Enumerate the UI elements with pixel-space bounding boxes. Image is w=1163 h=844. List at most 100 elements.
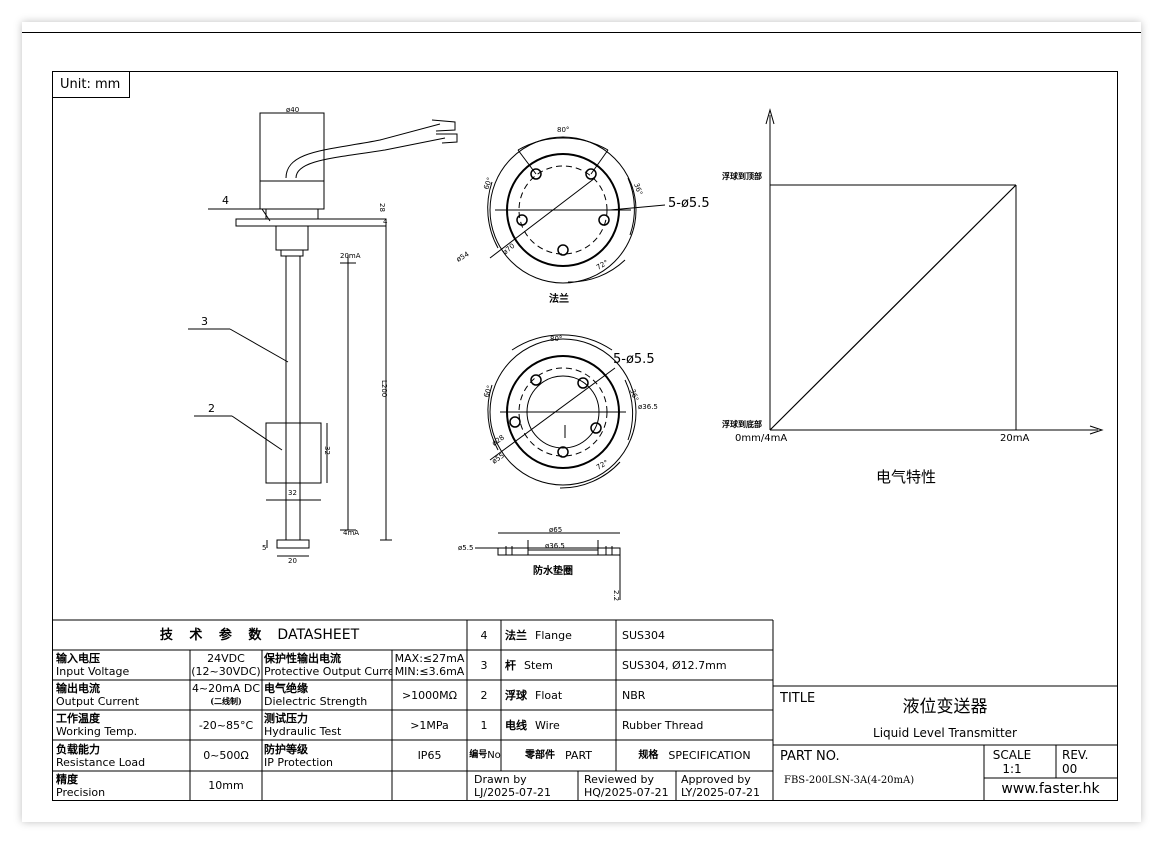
value-protective-output: MAX:≤27mA MIN:≤3.6mA bbox=[392, 650, 467, 680]
dim-32-width: 32 bbox=[288, 489, 297, 497]
part-no: 3 bbox=[480, 658, 488, 672]
label-4ma: 4mA bbox=[343, 529, 359, 537]
approved-by: Approved by LY/2025-07-21 bbox=[681, 771, 773, 800]
dim-5: 5 bbox=[262, 544, 266, 552]
param-cn: 保护性输出电流 bbox=[264, 652, 341, 665]
part-3-label: 3 bbox=[201, 315, 208, 328]
drawn-value: LJ/2025-07-21 bbox=[474, 785, 552, 799]
label-l200: L200 bbox=[380, 380, 388, 397]
param-cn: 测试压力 bbox=[264, 712, 308, 725]
header-no-cn: 编号 bbox=[469, 750, 488, 760]
value-line: MAX:≤27mA bbox=[394, 652, 465, 665]
value-line: (二线制) bbox=[210, 696, 242, 706]
header-part: 零部件 PART bbox=[501, 740, 616, 771]
datasheet-title-cn: 技 术 参 数 bbox=[159, 627, 268, 643]
flange-holes-top: 5-ø5.5 bbox=[668, 196, 710, 211]
part-name-flange: 法兰 Flange bbox=[505, 620, 616, 650]
website: www.faster.hk bbox=[1001, 781, 1100, 797]
param-dielectric: 电气绝缘 Dielectric Strength bbox=[264, 680, 392, 710]
value-line: (12~30VDC) bbox=[191, 665, 261, 678]
param-en: Resistance Load bbox=[56, 755, 146, 769]
dim-d36-5: ø36.5 bbox=[638, 403, 658, 411]
part-spec: Rubber Thread bbox=[622, 718, 704, 732]
float-body bbox=[265, 422, 322, 484]
reviewed-value: HQ/2025-07-21 bbox=[584, 785, 669, 799]
datasheet-title-en: DATASHEET bbox=[277, 626, 360, 643]
header-spec-cn: 规格 bbox=[638, 750, 659, 761]
header-part-cn: 零部件 bbox=[524, 750, 555, 761]
param-hydraulic-test: 测试压力 Hydraulic Test bbox=[264, 710, 392, 740]
part-name-stem: 杆 Stem bbox=[505, 650, 616, 680]
part-name-cn: 电线 bbox=[505, 718, 527, 732]
head-housing bbox=[259, 112, 325, 210]
value-hydraulic-test: >1MPa bbox=[392, 710, 467, 740]
value-line: 0~500Ω bbox=[203, 749, 249, 762]
partno-value: FBS-200LSN-3A(4-20mA) bbox=[784, 775, 915, 786]
param-resistance-load: 负载能力 Resistance Load bbox=[56, 740, 190, 771]
dim-36deg: 36° bbox=[632, 182, 644, 196]
title-en: Liquid Level Transmitter bbox=[873, 726, 1017, 740]
graph-y-bottom-label: 浮球到底部 bbox=[722, 419, 762, 429]
graph-response-line bbox=[769, 184, 1017, 431]
value-line: >1MPa bbox=[410, 718, 449, 732]
param-en: Hydraulic Test bbox=[264, 725, 342, 738]
param-en: Dielectric Strength bbox=[264, 695, 368, 708]
dim-60deg: 60° bbox=[482, 176, 494, 190]
value-precision: 10mm bbox=[190, 771, 262, 800]
flange-outer-circle-2 bbox=[489, 338, 637, 486]
part-name-en: Flange bbox=[535, 628, 572, 642]
part-spec: SUS304, Ø12.7mm bbox=[622, 658, 727, 672]
value-line: -20~85°C bbox=[198, 718, 254, 732]
flange-caption: 法兰 bbox=[549, 292, 569, 305]
drawn-label: Drawn by bbox=[474, 772, 527, 786]
part-no: 2 bbox=[480, 688, 488, 702]
dim-d54: ø54 bbox=[455, 250, 471, 264]
gasket-caption: 防水垫圈 bbox=[533, 564, 573, 577]
header-no-en: No bbox=[487, 750, 501, 761]
rev-label: REV. bbox=[1062, 748, 1089, 762]
dim-28: 28 bbox=[378, 203, 386, 212]
value-line: IP65 bbox=[417, 749, 442, 762]
param-protective-output: 保护性输出电流 Protective Output Current bbox=[264, 650, 392, 680]
param-output-current: 输出电流 Output Current bbox=[56, 680, 190, 710]
value-resistance-load: 0~500Ω bbox=[190, 740, 262, 771]
gasket-d55: ø5.5 bbox=[458, 544, 473, 552]
graph-x-start-label: 0mm/4mA bbox=[735, 433, 787, 444]
part-no: 4 bbox=[480, 628, 488, 642]
param-en: Precision bbox=[56, 785, 106, 799]
part-name-en: Stem bbox=[524, 658, 553, 672]
gasket-d36-5: ø36.5 bbox=[545, 542, 565, 550]
param-cn: 负载能力 bbox=[56, 742, 100, 756]
gasket-d65: ø65 bbox=[549, 526, 562, 534]
param-en: IP Protection bbox=[264, 755, 334, 769]
title-cn: 液位变送器 bbox=[902, 697, 988, 717]
part-name-en: Float bbox=[535, 688, 563, 702]
drawing-sheet: Unit: mm bbox=[22, 22, 1141, 822]
part-name-cn: 杆 bbox=[505, 658, 516, 672]
dim-d40: ø40 bbox=[286, 106, 299, 114]
dim-d70: ø70 bbox=[501, 242, 516, 257]
partno-label: PART NO. bbox=[780, 749, 840, 764]
dim-60deg-mid: 60° bbox=[482, 384, 494, 398]
flange-holes-mid: 5-ø5.5 bbox=[613, 352, 655, 367]
param-cn: 精度 bbox=[56, 772, 78, 786]
scale-label: SCALE bbox=[992, 748, 1032, 762]
value-line: MIN:≤3.6mA bbox=[394, 665, 465, 678]
value-working-temp: -20~85°C bbox=[190, 710, 262, 740]
approved-value: LY/2025-07-21 bbox=[681, 785, 761, 799]
datasheet-header: 技 术 参 数 DATASHEET bbox=[52, 620, 467, 650]
title-label: TITLE bbox=[780, 691, 816, 706]
dim-72deg: 72° bbox=[595, 259, 610, 272]
value-line: 24VDC bbox=[207, 652, 245, 665]
scale-value: 1:1 bbox=[1002, 762, 1022, 776]
value-output-current: 4~20mA DC (二线制) bbox=[190, 680, 262, 710]
param-cn: 电气绝缘 bbox=[264, 682, 308, 695]
part-4-label: 4 bbox=[222, 194, 229, 207]
part-name-wire: 电线 Wire bbox=[505, 710, 616, 740]
graph-caption: 电气特性 bbox=[876, 468, 936, 486]
dim-80deg-top: 80° bbox=[557, 126, 569, 134]
part-name-en: Wire bbox=[535, 718, 560, 732]
part-name-cn: 法兰 bbox=[505, 628, 527, 642]
param-en: Protective Output Current bbox=[264, 665, 392, 678]
